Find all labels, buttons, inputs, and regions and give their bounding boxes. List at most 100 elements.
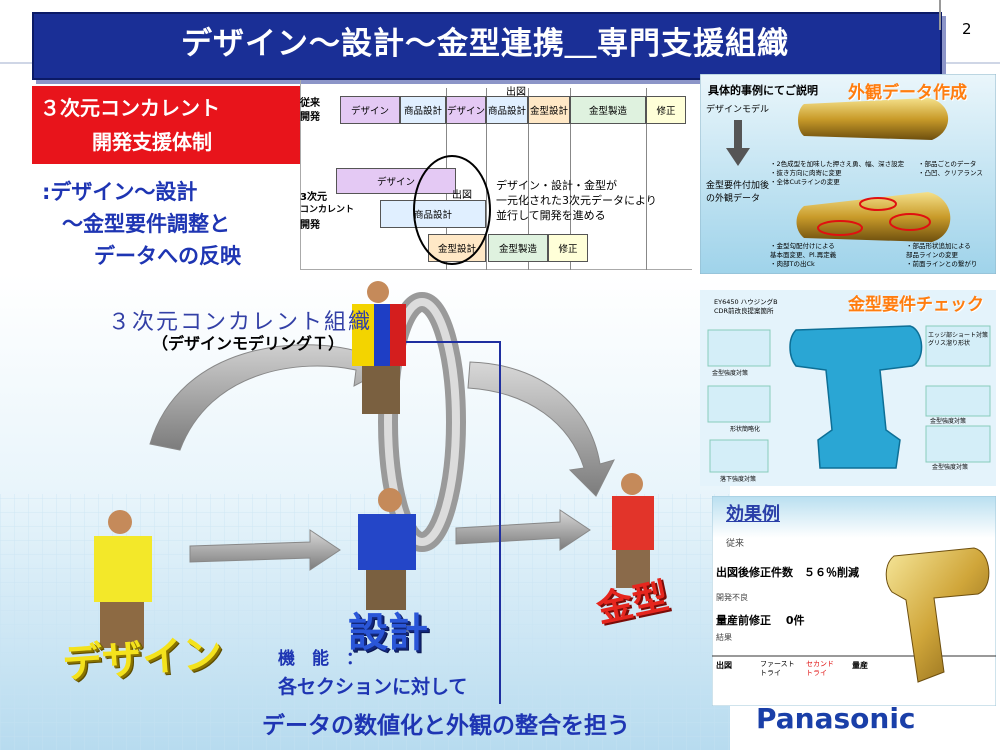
added-data-label-2: の外観データ (706, 194, 761, 204)
diagram-frame (300, 80, 692, 270)
diagram-note-line2: 一元化された3次元データにより (496, 194, 657, 207)
effect-row-2: 結果 (716, 633, 732, 642)
exterior-canvas (700, 74, 996, 274)
panasonic-logo: Panasonic (756, 702, 916, 735)
org-subtitle: （デザインモデリングＴ） (152, 334, 345, 353)
design-model-label: デザインモデル (706, 105, 770, 115)
conv-step-mold-design: 金型設計 (528, 96, 570, 124)
arrow-design-to-sekkei (189, 529, 341, 571)
diagram-note-line3: 並行して開発を進める (496, 209, 606, 222)
note-top-right-1: ・部品ごとのデータ (918, 160, 977, 168)
effect-row-1: 開発不良 (716, 593, 748, 602)
exterior-panel-title: 外観データ作成 (848, 83, 967, 103)
conc-step-product: 商品設計 (380, 200, 486, 228)
mold-header-sub: CDR前改良提案箇所 (714, 307, 774, 315)
concurrent-dev-label-1: 3次元 (300, 192, 327, 203)
arrow-sekkei-to-kanagata (455, 509, 591, 551)
conv-step-design: デザイン (340, 96, 400, 124)
function-label: 機 能 ： (278, 649, 363, 669)
exterior-notes-bottom-right: ・部品形状追加による 部品ラインの変更 ・前面ラインとの繋がり (906, 242, 977, 269)
mold-label-1: 金型強度対策 (712, 370, 749, 377)
figure-organization (352, 281, 406, 414)
effect-canvas (712, 496, 996, 706)
figure-design (94, 510, 152, 648)
figure-sekkei (358, 488, 416, 610)
timeline-second-try: セカンド トライ (806, 660, 834, 677)
effect-title: 効果例 (726, 504, 780, 525)
conv-step-product2: 商品設計 (486, 96, 528, 124)
exterior-heading: 具体的事例にてご説明 (708, 84, 818, 97)
mold-canvas (700, 290, 996, 486)
conc-step-mold-design: 金型設計 (428, 234, 486, 262)
exterior-notes-top: ・2色成型を加味した押さえ勇、幅、深さ設定 ・抜き方向に肉寄に変更 ・全体Cut… (770, 160, 904, 187)
mold-label-6: 落下強度対策 (720, 476, 757, 483)
page-title: デザイン〜設計〜金型連携＿専門支援組織 (181, 26, 789, 62)
diagram-note-line1: デザイン・設計・金型が (496, 179, 617, 192)
organization-illustration: ３次元コンカレント組織 （デザインモデリングＴ） デザイン 設計 金型 機 能 … (0, 274, 730, 750)
description-line3: データへの反映 (94, 244, 241, 268)
function-line1: 各セクションに対して (278, 676, 468, 698)
release-label-top: 出図 (506, 87, 526, 98)
concurrent-label-line1: ３次元コンカレント (40, 96, 220, 120)
concurrent-dev-label-2: コンカレント (300, 205, 355, 215)
panel-mold-check: 金型要件チェック EY6450 ハウジングB CDR前改良提案箇所 金型強度対策… (700, 290, 996, 486)
figure-kanagata (612, 473, 654, 588)
connector-line (402, 341, 501, 704)
added-data-label-1: 金型要件付加後 (706, 181, 770, 191)
mold-label-2: 形状簡略化 (730, 426, 761, 433)
note-bottom-left-3: ・肉部Tの出Ck (770, 260, 815, 268)
label-design: デザイン (60, 630, 224, 688)
timeline-first-try: ファースト トライ (760, 660, 795, 677)
note-top-right-2: ・凸凹、クリアランス (918, 169, 983, 177)
conv-step-mold-mfg: 金型製造 (570, 96, 646, 124)
conventional-label-2: 開発 (300, 112, 320, 123)
title-bar (32, 12, 942, 80)
note-top-3: ・全体Cutラインの変更 (770, 178, 840, 186)
conv-step-design2: デザイン (446, 96, 486, 124)
added-data-label: 金型要件付加後 の外観データ (706, 180, 769, 206)
exterior-notes-top-right: ・部品ごとのデータ ・凸凹、クリアランス (918, 160, 983, 178)
page-number: 2 (962, 20, 972, 38)
concurrent-label-line2: 開発支援体制 (92, 130, 212, 154)
conv-step-fix: 修正 (646, 96, 686, 124)
diagram-note: デザイン・設計・金型が 一元化された3次元データにより 並行して開発を進める (496, 178, 657, 223)
mold-label-4: 金型強度対策 (932, 464, 969, 471)
process-diagram: 従来 開発 出図 デザイン 商品設計 デザイン 商品設計 金型設計 金型製造 修… (300, 80, 692, 270)
concurrent-label-box (32, 86, 300, 164)
effect-pre-mass: 量産前修正 0件 (716, 614, 805, 627)
diagram-guide (486, 88, 487, 270)
mold-panel-title: 金型要件チェック (848, 295, 984, 315)
label-sekkei: 設計 (348, 610, 428, 656)
conventional-label-1: 従来 (300, 98, 320, 109)
arrow-right-curve (467, 361, 615, 497)
description-line2: 〜金型要件調整と (62, 212, 230, 236)
note-top-1: ・2色成型を加味した押さえ勇、幅、深さ設定 (770, 160, 905, 168)
conc-step-fix: 修正 (548, 234, 588, 262)
function-line2: データの数値化と外観の整合を担う (262, 713, 630, 739)
effect-after-release: 出図後修正件数 ５６％削減 (716, 566, 859, 579)
diagram-guide (570, 88, 571, 270)
description-line1: :デザイン〜設計 (42, 180, 198, 204)
note-bottom-left-1: ・金型勾配付けによる (770, 242, 835, 250)
conc-step-design: デザイン (336, 168, 456, 194)
note-top-2: ・抜き方向に肉寄に変更 (770, 169, 842, 177)
illustration-canvas (0, 274, 730, 750)
mold-label-8: エッジ部ショート対策 グリス溜り形状 (928, 332, 989, 347)
note-bottom-right-1: ・部品形状追加による (906, 242, 971, 250)
mold-label-3: 金型強度対策 (930, 418, 967, 425)
note-bottom-right-3: ・前面ラインとの繋がり (906, 260, 978, 268)
conv-step-product: 商品設計 (400, 96, 446, 124)
timeline-release: 出図 (716, 661, 732, 670)
mold-header-code: EY6450 ハウジングB (714, 298, 778, 306)
note-bottom-right-2: 部品ラインの変更 (906, 251, 958, 259)
panel-effect: 効果例 従来 出図後修正件数 ５６％削減 量産前修正 0件 開発不良 結果 出図… (712, 496, 996, 706)
diagram-guide (528, 88, 529, 270)
central-ring-highlight (384, 298, 460, 546)
timeline-mass: 量産 (852, 661, 868, 670)
diagram-guide (646, 88, 647, 270)
conc-release-label: 出図 (452, 190, 472, 201)
page-divider (939, 0, 941, 30)
conc-step-mold-mfg: 金型製造 (488, 234, 548, 262)
effect-conventional: 従来 (726, 539, 745, 549)
panel-exterior-data: 具体的事例にてご説明 外観データ作成 デザインモデル 金型要件付加後 の外観デー… (700, 74, 996, 274)
